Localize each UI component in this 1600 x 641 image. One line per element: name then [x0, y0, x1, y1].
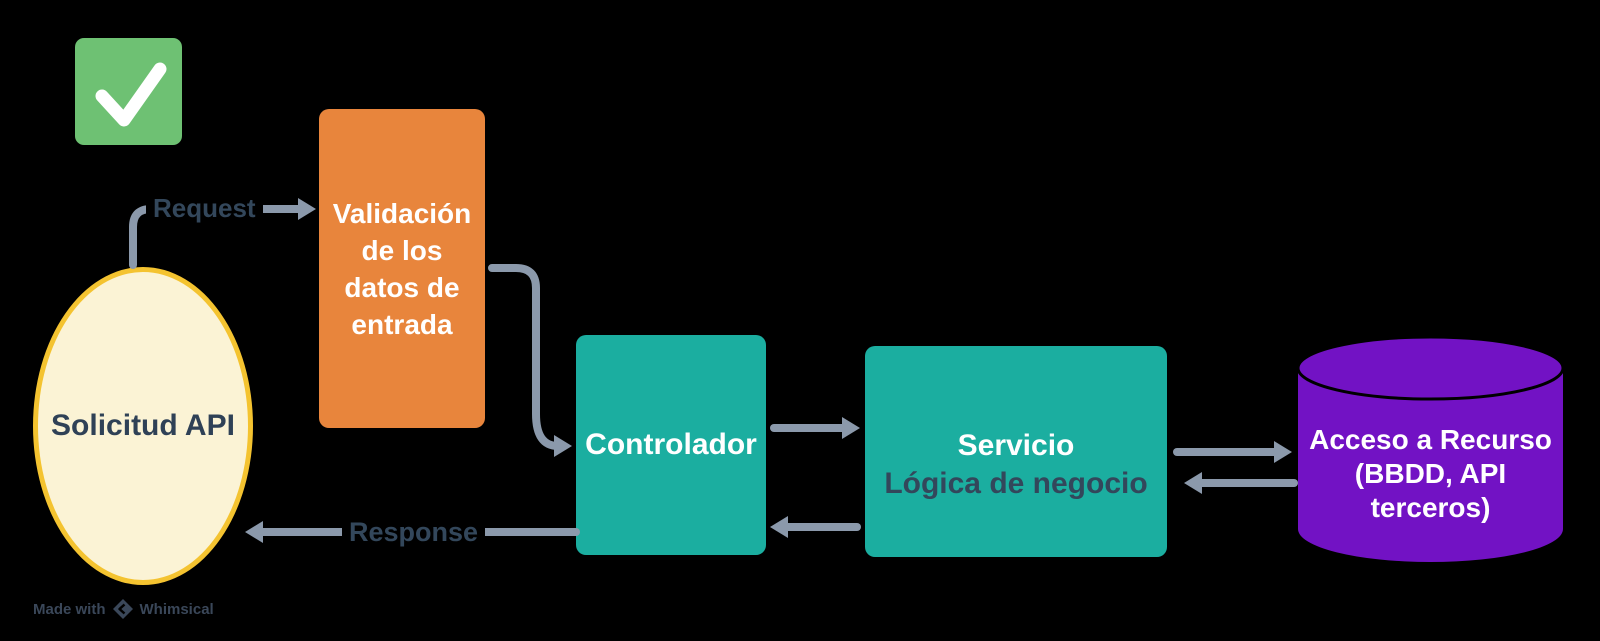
- cylinder-shape: [1296, 335, 1565, 562]
- arrowhead-resource-to-service: [1184, 472, 1202, 494]
- node-controlador: Controlador: [576, 335, 766, 555]
- node-acceso-recurso-line: (BBDD, API: [1354, 458, 1507, 489]
- checkmark-icon: [95, 62, 167, 127]
- node-validacion: Validación de los datos de entrada: [319, 109, 485, 428]
- arrowhead-service-to-resource: [1274, 441, 1292, 463]
- node-solicitud-api: Solicitud API: [33, 267, 253, 585]
- node-controlador-label: Controlador: [585, 428, 757, 461]
- node-servicio-title: Servicio: [957, 428, 1075, 462]
- node-validacion-line: de los: [361, 234, 443, 266]
- node-solicitud-api-label: Solicitud API: [51, 409, 235, 442]
- node-validacion-line: Validación: [332, 197, 472, 229]
- arrowhead-response: [245, 521, 263, 543]
- node-servicio-subtitle: Lógica de negocio: [884, 466, 1148, 500]
- arrowhead-request: [298, 198, 316, 220]
- node-validacion-line: datos de: [344, 271, 460, 303]
- watermark-made-with: Made with: [33, 600, 106, 618]
- node-servicio: Servicio Lógica de negocio: [865, 346, 1167, 557]
- arrowhead-validation-to-controller: [554, 435, 572, 457]
- node-acceso-recurso-line: terceros): [1370, 492, 1491, 523]
- edge-label-request: Request: [146, 193, 263, 223]
- watermark-brand: Whimsical: [139, 600, 214, 618]
- node-validacion-line: entrada: [351, 308, 453, 340]
- edge-label-response: Response: [342, 516, 486, 548]
- node-acceso-recurso-line: Acceso a Recurso: [1309, 424, 1552, 455]
- edge-validation-to-controller-line: [488, 264, 562, 450]
- success-check-node: [75, 38, 182, 145]
- arrowhead-service-to-controller: [770, 516, 788, 538]
- node-acceso-recurso: Acceso a Recurso (BBDD, API terceros): [1296, 335, 1565, 562]
- whimsical-logo-icon: [112, 599, 133, 619]
- watermark: Made with Whimsical: [33, 598, 214, 620]
- arrowhead-controller-to-service: [842, 417, 860, 439]
